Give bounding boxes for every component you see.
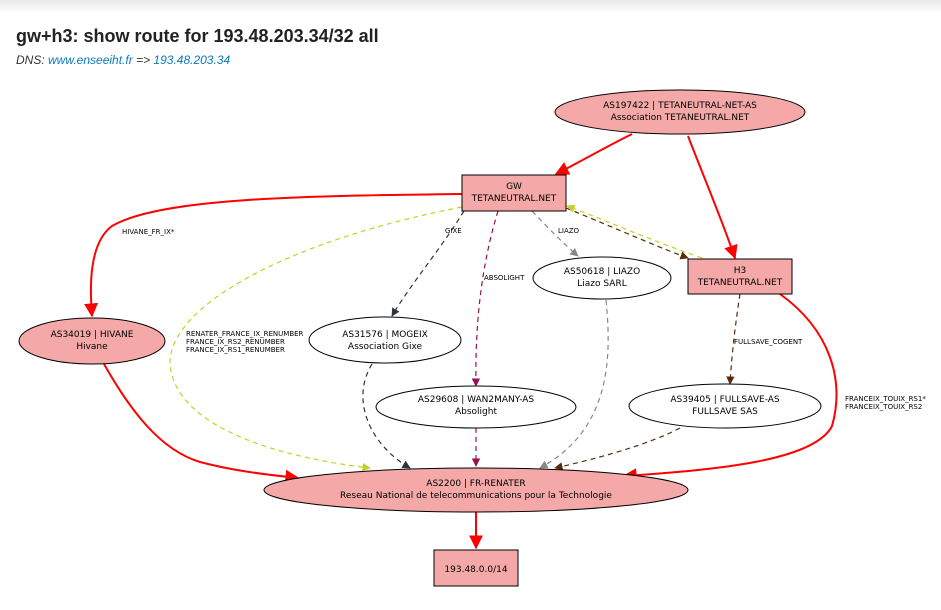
node-as29608: AS29608 | WAN2MANY-AS Absolight bbox=[375, 385, 577, 429]
edge-gw-hivane bbox=[84, 193, 463, 318]
node-as31576-line2: Association Gixe bbox=[348, 342, 423, 352]
node-prefix-line1: 193.48.0.0/14 bbox=[444, 565, 507, 575]
edge-h3-as2200 bbox=[622, 293, 838, 483]
dns-arrow: => bbox=[136, 53, 151, 67]
edge-gw-mogeix bbox=[391, 210, 465, 317]
node-h3: H3 TETANEUTRAL.NET bbox=[687, 258, 793, 295]
edge-label-absolight: ABSOLIGHT bbox=[484, 274, 525, 282]
node-as29608-line2: Absolight bbox=[455, 407, 497, 417]
edge-mogeix-as2200 bbox=[362, 363, 411, 469]
node-as50618: AS50618 | LIAZO Liazo SARL bbox=[532, 256, 672, 300]
node-as2200-line2: Reseau National de telecommunications po… bbox=[340, 491, 612, 501]
edge-label-renater-3: FRANCE_IX_RS1_RENUMBER bbox=[186, 346, 285, 354]
dns-line: DNS: www.enseeiht.fr => 193.48.203.34 bbox=[16, 53, 230, 67]
edge-label-franceix-1: FRANCEIX_TOUIX_RS1* bbox=[845, 395, 926, 403]
node-as50618-line2: Liazo SARL bbox=[577, 279, 626, 289]
node-gw-line1: GW bbox=[506, 182, 522, 192]
edge-label-franceix-2: FRANCEIX_TOUIX_RS2 bbox=[845, 403, 922, 411]
node-as39405-line1: AS39405 | FULLSAVE-AS bbox=[670, 395, 780, 405]
edge-liazo-as2200 bbox=[539, 299, 609, 469]
node-as31576: AS31576 | MOGEIX Association Gixe bbox=[308, 316, 462, 364]
node-as29608-line1: AS29608 | WAN2MANY-AS bbox=[418, 395, 535, 405]
top-bar bbox=[0, 0, 941, 14]
node-as197422-line1: AS197422 | TETANEUTRAL-NET-AS bbox=[603, 101, 757, 111]
dns-host-link[interactable]: www.enseeiht.fr bbox=[48, 53, 133, 67]
node-as2200: AS2200 | FR-RENATER Reseau National de t… bbox=[263, 467, 689, 513]
node-as34019-line1: AS34019 | HIVANE bbox=[51, 330, 134, 340]
node-as50618-line1: AS50618 | LIAZO bbox=[564, 267, 640, 277]
node-as39405: AS39405 | FULLSAVE-AS FULLSAVE SAS bbox=[628, 383, 822, 429]
edge-gw-h3 bbox=[565, 207, 689, 260]
edge-label-renater-2: FRANCE_IX_RS2_RENUMBER bbox=[186, 338, 285, 346]
dns-label: DNS: bbox=[16, 53, 45, 67]
edge-h3-gw bbox=[566, 204, 703, 259]
edge-as197422-h3 bbox=[687, 135, 738, 260]
node-h3-line2: TETANEUTRAL.NET bbox=[697, 278, 783, 288]
edge-fullsave-as2200 bbox=[554, 427, 681, 471]
node-as31576-line1: AS31576 | MOGEIX bbox=[342, 330, 428, 340]
node-as34019: AS34019 | HIVANE Hivane bbox=[18, 317, 166, 365]
node-as39405-line2: FULLSAVE SAS bbox=[692, 407, 758, 417]
node-h3-line1: H3 bbox=[734, 266, 747, 276]
edge-gw-absolight bbox=[471, 210, 499, 387]
edge-label-renater-1: RENATER_FRANCE_IX_RENUMBER bbox=[186, 330, 304, 338]
page-title: gw+h3: show route for 193.48.203.34/32 a… bbox=[16, 26, 379, 46]
edge-label-liazo: LIAZO bbox=[558, 227, 580, 235]
node-prefix: 193.48.0.0/14 bbox=[433, 549, 519, 587]
edge-label-fullsave: FULLSAVE_COGENT bbox=[734, 338, 803, 346]
edge-label-hivane: HIVANE_FR_IX* bbox=[122, 228, 175, 236]
node-as197422: AS197422 | TETANEUTRAL-NET-AS Associatio… bbox=[554, 89, 806, 135]
node-as34019-line2: Hivane bbox=[76, 342, 108, 352]
dns-ip-link[interactable]: 193.48.203.34 bbox=[153, 53, 231, 67]
node-as197422-line2: Association TETANEUTRAL.NET bbox=[611, 113, 750, 123]
node-as2200-line1: AS2200 | FR-RENATER bbox=[426, 479, 525, 489]
edge-hivane-as2200 bbox=[103, 363, 300, 484]
node-gw: GW TETANEUTRAL.NET bbox=[461, 174, 567, 212]
edge-as197422-gw bbox=[554, 133, 633, 175]
edge-label-gixe: GIXE bbox=[445, 227, 462, 235]
node-gw-line2: TETANEUTRAL.NET bbox=[471, 194, 557, 204]
